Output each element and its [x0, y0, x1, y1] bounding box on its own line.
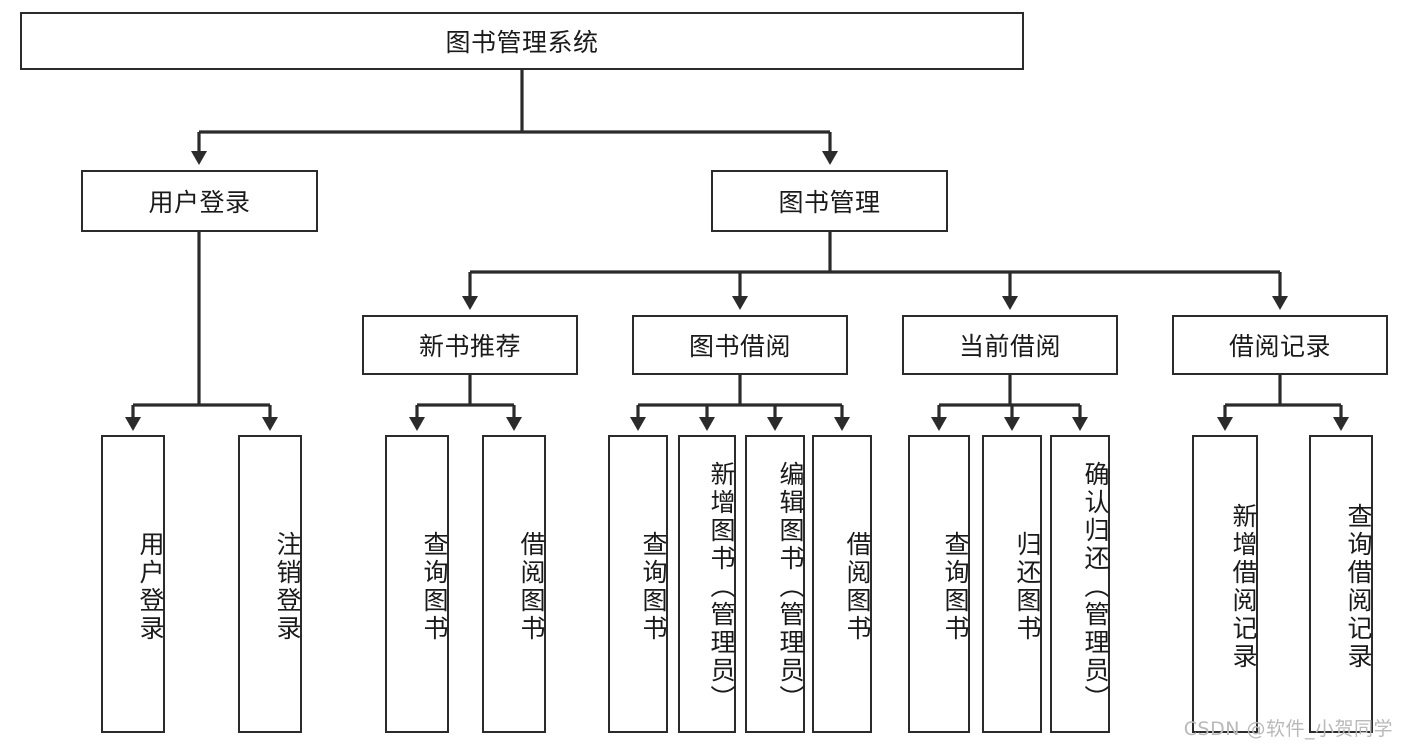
leaf-edit-book-admin-label: 编辑图书（管理员） — [776, 461, 805, 713]
leaf-query-borrow-record-label: 查询借阅记录 — [1344, 503, 1373, 671]
leaf-add-borrow-record[interactable]: 新增借阅记录 — [1192, 435, 1258, 733]
node-root-label: 图书管理系统 — [445, 28, 599, 57]
leaf-add-book-admin[interactable]: 新增图书（管理员） — [678, 435, 736, 733]
node-book-borrow[interactable]: 图书借阅 — [632, 315, 848, 375]
leaf-query-book-current[interactable]: 查询图书 — [908, 435, 970, 733]
node-book-borrow-label: 图书借阅 — [688, 332, 791, 361]
leaf-return-book-label: 归还图书 — [1013, 531, 1042, 643]
leaf-query-book-borrow-label: 查询图书 — [639, 531, 668, 643]
node-current-borrow[interactable]: 当前借阅 — [902, 315, 1118, 375]
leaf-query-borrow-record[interactable]: 查询借阅记录 — [1309, 435, 1373, 733]
edges-borrow-to-leaves — [630, 375, 850, 431]
leaf-logout-label: 注销登录 — [273, 531, 302, 643]
leaf-user-login[interactable]: 用户登录 — [101, 435, 165, 733]
leaf-borrow-book-label: 借阅图书 — [843, 531, 872, 643]
leaf-return-book[interactable]: 归还图书 — [982, 435, 1042, 733]
leaf-query-book-recommend[interactable]: 查询图书 — [385, 435, 449, 733]
node-borrow-record-label: 借阅记录 — [1228, 332, 1331, 361]
edges-current-to-leaves — [931, 375, 1088, 431]
edges-root-to-level2 — [191, 70, 838, 165]
node-new-book-recommend[interactable]: 新书推荐 — [362, 315, 578, 375]
node-user-login-label: 用户登录 — [148, 188, 251, 217]
leaf-add-borrow-record-label: 新增借阅记录 — [1229, 503, 1258, 671]
edges-userlogin-to-leaves — [125, 232, 278, 431]
node-book-management-label: 图书管理 — [778, 188, 881, 217]
leaf-query-book-current-label: 查询图书 — [941, 531, 970, 643]
edges-record-to-leaves — [1217, 375, 1349, 431]
edges-bookmgmt-to-level3 — [462, 232, 1288, 310]
leaf-borrow-book-recommend-label: 借阅图书 — [517, 531, 546, 643]
node-borrow-record[interactable]: 借阅记录 — [1172, 315, 1388, 375]
leaf-confirm-return-admin-label: 确认归还（管理员） — [1081, 461, 1110, 713]
leaf-logout[interactable]: 注销登录 — [238, 435, 302, 733]
leaf-borrow-book[interactable]: 借阅图书 — [812, 435, 872, 733]
leaf-borrow-book-recommend[interactable]: 借阅图书 — [482, 435, 546, 733]
leaf-query-book-borrow[interactable]: 查询图书 — [608, 435, 668, 733]
leaf-user-login-label: 用户登录 — [136, 531, 165, 643]
leaf-add-book-admin-label: 新增图书（管理员） — [707, 461, 736, 713]
node-new-book-recommend-label: 新书推荐 — [418, 332, 521, 361]
node-current-borrow-label: 当前借阅 — [958, 332, 1061, 361]
leaf-edit-book-admin[interactable]: 编辑图书（管理员） — [745, 435, 805, 733]
watermark: CSDN @软件_小贺同学 — [1183, 718, 1393, 740]
node-user-login[interactable]: 用户登录 — [81, 170, 318, 232]
leaf-confirm-return-admin[interactable]: 确认归还（管理员） — [1050, 435, 1110, 733]
node-book-management[interactable]: 图书管理 — [711, 170, 948, 232]
node-root[interactable]: 图书管理系统 — [20, 12, 1024, 70]
edges-newbook-to-leaves — [409, 375, 522, 431]
leaf-query-book-recommend-label: 查询图书 — [420, 531, 449, 643]
